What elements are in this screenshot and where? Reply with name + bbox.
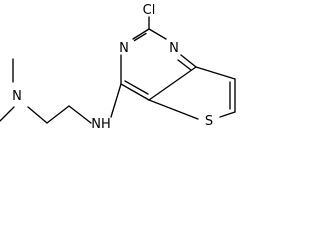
- bond-c2-n-left: [132, 28, 150, 40]
- pyrimidine-n-top-label: N: [169, 41, 179, 56]
- bond-c4-c4a: [120, 83, 150, 101]
- bond-c4a-c7a: [148, 66, 197, 101]
- bond-c4-nh: [110, 83, 122, 118]
- amine-nh-label: NH: [91, 117, 111, 132]
- bond-n-methyl-bottom: [0, 106, 15, 122]
- bonds: [0, 16, 236, 124]
- pyrimidine-n-left-label: N: [119, 41, 129, 56]
- dimethylamino-n-label: N: [12, 89, 22, 104]
- sulfur-label: S: [205, 114, 213, 129]
- bond-c7a-c7: [195, 66, 236, 80]
- bond-ch2-n: [27, 106, 48, 124]
- bond-c2-n-left-double: [133, 32, 147, 42]
- bond-nh-ch2: [68, 105, 92, 124]
- bond-s-c4a: [148, 99, 199, 120]
- chemical-structure-diagram: Cl N N NH N S: [0, 0, 250, 155]
- background: [0, 0, 250, 155]
- bond-c6-s: [219, 111, 236, 118]
- bond-ch2-ch2: [46, 105, 70, 124]
- chlorine-label: Cl: [143, 3, 156, 18]
- atom-labels: Cl N N NH N S: [12, 3, 213, 132]
- bond-n-top-c7a-double: [177, 59, 192, 71]
- bond-n-top-c7a: [180, 54, 197, 68]
- bond-c2-n-top: [148, 28, 167, 40]
- bond-c4-c4a-double: [124, 80, 149, 95]
